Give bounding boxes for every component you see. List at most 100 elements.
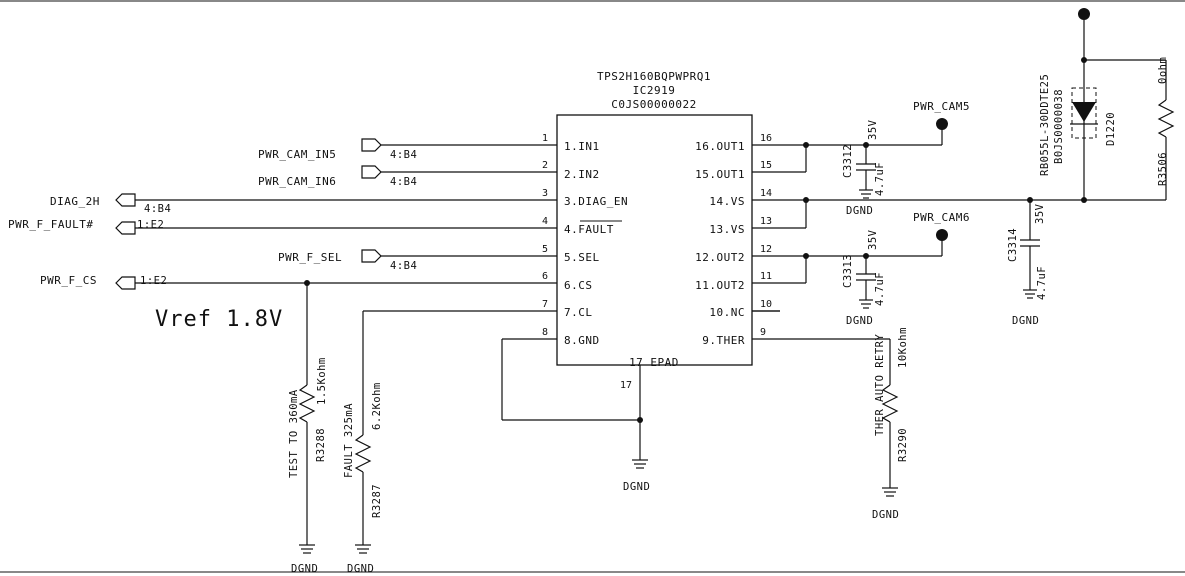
connector-arrow-icon: [361, 249, 382, 263]
pin-num-5: 5: [542, 244, 548, 255]
connector-arrow-icon: [115, 221, 136, 235]
pin-num-10: 10: [760, 299, 772, 310]
pin-num-13: 13: [760, 216, 772, 227]
ground-symbol-icon: DGND: [623, 459, 650, 493]
r3290-value: 10Kohm: [897, 327, 909, 368]
resistor-zigzag-icon: [881, 384, 899, 423]
pin-name-10: 10.NC: [709, 306, 745, 319]
dgnd-label: DGND: [1012, 315, 1039, 327]
r3288-ref: R3288: [315, 428, 327, 462]
supply-port-icon: [1078, 8, 1090, 20]
ground-symbol-icon: DGND: [347, 544, 374, 575]
resistor-r3506: 0ohm R3506: [1084, 57, 1175, 200]
dgnd-label: DGND: [872, 509, 899, 521]
pin-num-4: 4: [542, 216, 548, 227]
net-diag-2h: DIAG_2H 4:B4: [50, 193, 520, 215]
resistor-r3290: 10Kohm THER AUTO RETRY R3290 DGND: [780, 327, 909, 521]
r3287-note: FAULT 325mA: [343, 403, 355, 478]
ic-code: C0JS00000022: [611, 98, 696, 111]
sheet-ref: 4:B4: [390, 149, 417, 161]
pin-name-6: 6.CS: [564, 279, 593, 292]
d1220-ref: D1220: [1105, 112, 1117, 146]
c3312-value: 4.7uF: [874, 162, 886, 196]
c3313-value: 4.7uF: [874, 272, 886, 306]
pin-num-15: 15: [760, 160, 772, 171]
pin-num-12: 12: [760, 244, 772, 255]
c3313-ref: C3313: [842, 254, 854, 288]
c3312-ref: C3312: [842, 144, 854, 178]
dgnd-label: DGND: [846, 315, 873, 327]
net-label-pwr-cam6: PWR_CAM6: [913, 211, 970, 224]
d1220-code: B0JS0000038: [1053, 89, 1065, 164]
net-label-pwr-f-fault: PWR_F_FAULT#: [8, 218, 93, 231]
right-pin-stubs: 16 15 14 13 12 11 10 9: [752, 133, 780, 340]
pin-num-11: 11: [760, 271, 772, 282]
connector-arrow-icon: [361, 138, 382, 152]
junction-dot: [637, 417, 643, 423]
left-pin-stubs: 1 2 3 4 5 6 7 8: [520, 133, 557, 340]
dgnd-label: DGND: [623, 481, 650, 493]
net-pwr-f-fault: PWR_F_FAULT# 1:E2: [8, 218, 520, 235]
pin-num-9: 9: [760, 327, 766, 338]
dgnd-label: DGND: [846, 205, 873, 217]
net-port-icon: [936, 229, 948, 241]
net-out2: PWR_CAM6: [780, 211, 970, 284]
c3314-ref: C3314: [1007, 228, 1019, 262]
epad-label: 17 EPAD: [629, 356, 679, 369]
pin-num-14: 14: [760, 188, 772, 199]
net-label-diag-2h: DIAG_2H: [50, 195, 100, 208]
ic-tps2h160: TPS2H160BQPWPRQ1 IC2919 C0JS00000022 1.I…: [556, 70, 753, 369]
net-port-icon: [936, 118, 948, 130]
resistor-zigzag-icon: [1157, 99, 1175, 138]
net-label-pwr-cam-in6: PWR_CAM_IN6: [258, 175, 336, 188]
pin-name-3: 3.DIAG_EN: [564, 195, 628, 208]
pin-num-3: 3: [542, 188, 548, 199]
diode-outline: [1071, 87, 1097, 139]
ic-part-number: TPS2H160BQPWPRQ1: [597, 70, 711, 83]
r3287-value: 6.2Kohm: [371, 382, 383, 430]
sheet-ref: 4:B4: [390, 176, 417, 188]
pin-name-2: 2.IN2: [564, 168, 600, 181]
pin-name-14: 14.VS: [709, 195, 745, 208]
c3313-voltage: 35V: [867, 229, 879, 250]
net-pwr-f-sel: PWR_F_SEL 4:B4: [278, 249, 520, 272]
net-pwr-f-cs: PWR_F_CS 1:E2: [40, 274, 520, 290]
d1220-part: RB055L-30DDTE25: [1039, 74, 1051, 176]
net-vs: [780, 197, 1166, 229]
ic-ground-net: 17: [501, 338, 643, 460]
vref-note: Vref 1.8V: [155, 307, 283, 332]
c3314-voltage: 35V: [1034, 203, 1046, 224]
pin-name-1: 1.IN1: [564, 140, 600, 153]
net-out1: PWR_CAM5: [780, 100, 969, 173]
resistor-r3288: 1.5Kohm TEST TO 360mA R3288: [288, 283, 328, 545]
pin-name-7: 7.CL: [564, 306, 593, 319]
pin-name-13: 13.VS: [709, 223, 745, 236]
pin-name-15: 15.OUT1: [695, 168, 745, 181]
resistor-r3287: 6.2Kohm FAULT 325mA R3287: [343, 310, 520, 545]
connector-arrow-icon: [115, 193, 136, 207]
net-label-pwr-cam-in5: PWR_CAM_IN5: [258, 148, 336, 161]
sheet-ref: 4:B4: [144, 203, 171, 215]
pin-num-2: 2: [542, 160, 548, 171]
pin-num-6: 6: [542, 271, 548, 282]
r3506-ref: R3506: [1157, 152, 1169, 186]
pin-name-4: 4.FAULT: [564, 223, 614, 236]
r3290-ref: R3290: [897, 428, 909, 462]
net-label-pwr-f-sel: PWR_F_SEL: [278, 251, 342, 264]
net-pwr-cam-in5: PWR_CAM_IN5 4:B4: [258, 138, 520, 161]
pin-num-8: 8: [542, 327, 548, 338]
diode-symbol-icon: [1072, 102, 1096, 122]
c3314-value: 4.7uF: [1036, 266, 1048, 300]
ground-symbol-icon: DGND: [291, 544, 318, 575]
resistor-zigzag-icon: [298, 384, 316, 423]
r3287-ref: R3287: [371, 484, 383, 518]
capacitor-c3314: 35V C3314 4.7uF DGND: [1007, 200, 1048, 327]
net-pwr-cam-in6: PWR_CAM_IN6 4:B4: [258, 165, 520, 188]
pin-name-5: 5.SEL: [564, 251, 600, 264]
diode-d1220: RB055L-30DDTE25 B0JS0000038 D1220: [1039, 8, 1117, 200]
ic-reference: IC2919: [633, 84, 676, 97]
dgnd-label: DGND: [291, 563, 318, 575]
epad-pin-num: 17: [620, 380, 632, 391]
capacitor-c3313: 35V C3313 4.7uF DGND: [842, 229, 886, 327]
